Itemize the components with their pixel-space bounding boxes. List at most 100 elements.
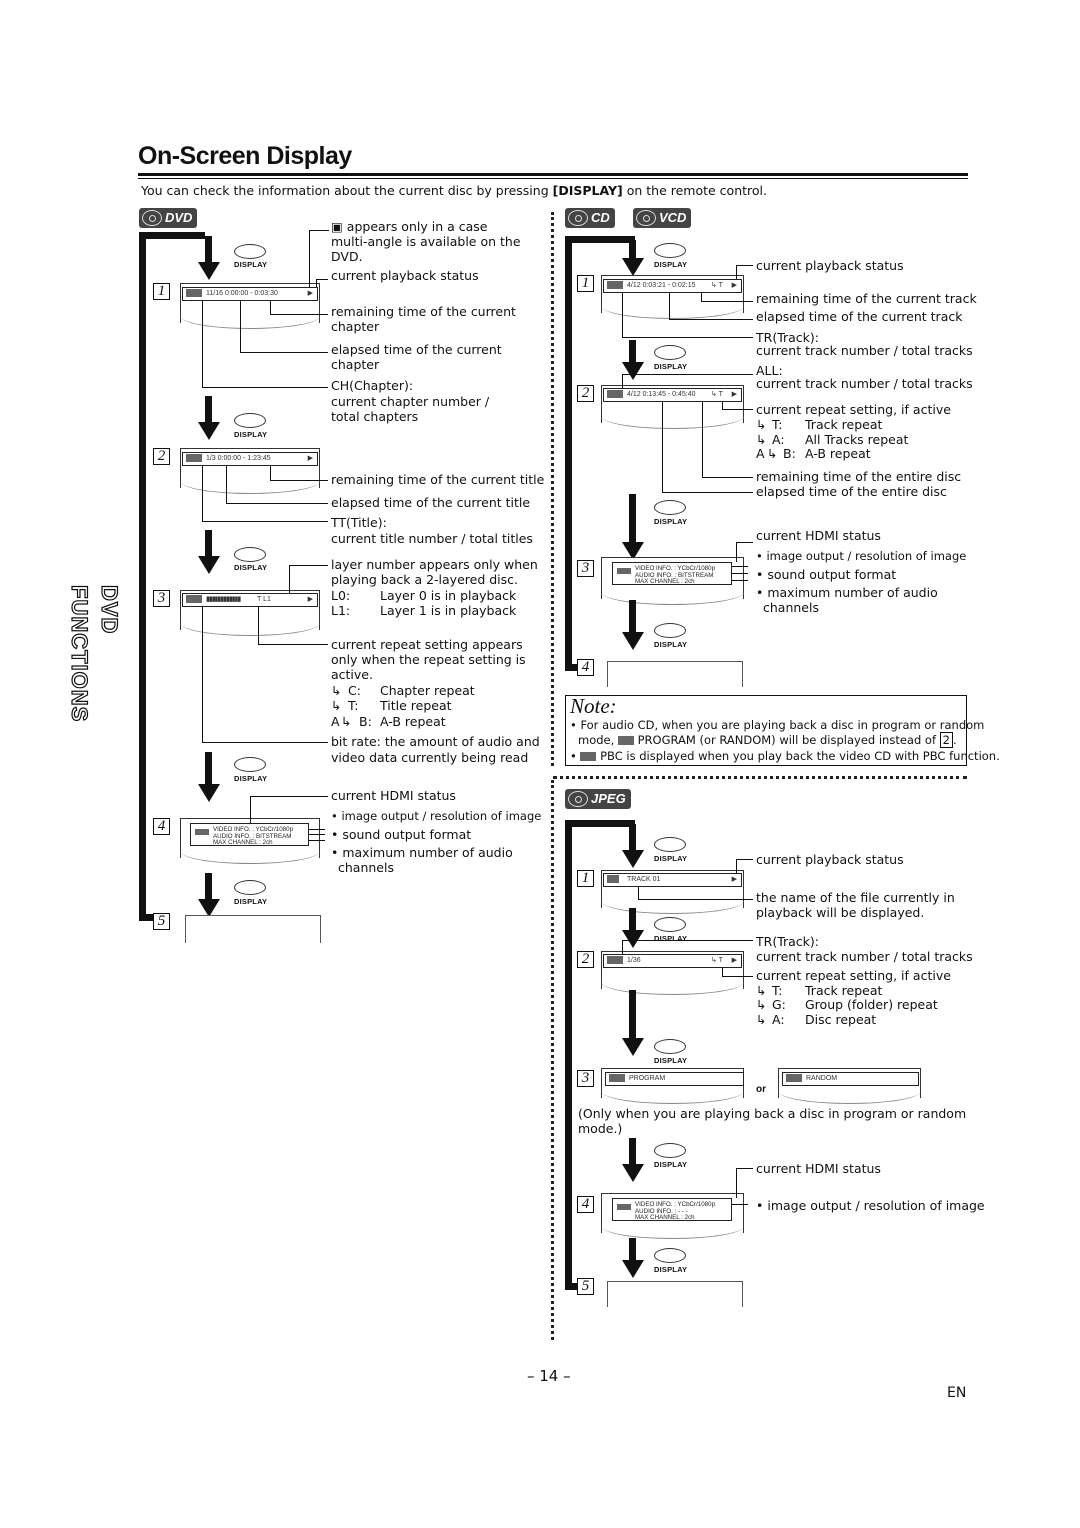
display-button[interactable] bbox=[654, 623, 686, 638]
note-text: mode, PROGRAM (or RANDOM) will be displa… bbox=[578, 732, 957, 748]
display-button[interactable] bbox=[234, 547, 266, 562]
dvd-icon bbox=[186, 595, 202, 604]
osd-bar: 1/3 0:00:00 - 1:23:45▶ bbox=[182, 452, 318, 466]
leader-line bbox=[736, 542, 753, 543]
display-button[interactable] bbox=[234, 880, 266, 895]
callout-text: • sound output format bbox=[756, 567, 897, 582]
flow-arrow bbox=[198, 873, 220, 917]
repeat-icon: ↳ bbox=[756, 1012, 767, 1027]
leader-line bbox=[622, 940, 753, 941]
callout-text: T: bbox=[772, 983, 783, 998]
leader-line bbox=[732, 580, 748, 581]
leader-line bbox=[638, 899, 753, 900]
callout-text: A bbox=[756, 446, 765, 461]
display-button[interactable] bbox=[654, 1143, 686, 1158]
leader-line bbox=[316, 279, 317, 287]
display-label: DISPLAY bbox=[654, 1056, 688, 1065]
leader-line bbox=[316, 279, 328, 280]
note-text: • For audio CD, when you are playing bac… bbox=[570, 718, 985, 732]
angle-note: DVD. bbox=[331, 249, 363, 264]
play-icon: ▶ bbox=[731, 391, 737, 398]
callout-text: C: bbox=[348, 683, 361, 698]
callout-text: • image output / resolution of image bbox=[756, 549, 967, 563]
callout-text: layer number appears only when bbox=[331, 557, 538, 572]
osd-bar: PROGRAM bbox=[605, 1072, 744, 1086]
callout-text: TR(Track): bbox=[756, 330, 819, 345]
play-icon: ▶ bbox=[731, 282, 737, 289]
display-button[interactable] bbox=[654, 243, 686, 258]
tv-screen bbox=[185, 915, 321, 943]
callout-text: • image output / resolution of image bbox=[756, 1198, 985, 1213]
repeat-icon: ↳ bbox=[767, 446, 778, 461]
step-number: 2 bbox=[577, 385, 594, 402]
leader-line bbox=[309, 834, 325, 835]
callout-text: (Only when you are playing back a disc i… bbox=[578, 1106, 967, 1121]
disc-icon bbox=[636, 210, 656, 226]
leader-line bbox=[309, 840, 325, 841]
vcd-badge: VCD bbox=[633, 208, 692, 228]
display-button[interactable] bbox=[654, 345, 686, 360]
flow-arrow bbox=[622, 340, 644, 380]
step-number: 3 bbox=[577, 560, 594, 577]
display-button[interactable] bbox=[654, 917, 686, 932]
callout-text: Track repeat bbox=[805, 983, 883, 998]
intro-text: You can check the information about the … bbox=[141, 183, 767, 198]
display-button[interactable] bbox=[654, 500, 686, 515]
callout-text: A: bbox=[772, 1012, 785, 1027]
callout-text: Layer 1 is in playback bbox=[380, 603, 517, 618]
repeat-icon: ↳ bbox=[756, 983, 767, 998]
leader-line bbox=[270, 480, 328, 481]
callout-text: Chapter repeat bbox=[380, 683, 475, 698]
callout-text: playback will be displayed. bbox=[756, 905, 925, 920]
display-button[interactable] bbox=[234, 244, 266, 259]
flow-arrow bbox=[622, 1138, 644, 1182]
callout-text: All Tracks repeat bbox=[805, 432, 909, 447]
callout-text: A-B repeat bbox=[805, 446, 871, 461]
callout-text: G: bbox=[772, 997, 786, 1012]
column-divider bbox=[551, 780, 554, 1340]
column-divider bbox=[551, 212, 554, 766]
leader-line bbox=[669, 319, 753, 320]
leader-line bbox=[289, 565, 290, 593]
flow-bar bbox=[565, 820, 572, 1290]
callout-text: current repeat setting, if active bbox=[756, 402, 951, 417]
leader-line bbox=[226, 503, 328, 504]
callout-text: A-B repeat bbox=[380, 714, 446, 729]
leader-line bbox=[202, 466, 203, 522]
play-icon: ▶ bbox=[307, 596, 313, 603]
callout-text: active. bbox=[331, 667, 373, 682]
leader-line bbox=[722, 976, 753, 977]
display-label: DISPLAY bbox=[654, 362, 688, 371]
callout-text: • maximum number of audio bbox=[331, 845, 513, 860]
repeat-icon: ↳ bbox=[341, 714, 352, 729]
callout-text: TR(Track): bbox=[756, 934, 819, 949]
leader-line bbox=[309, 230, 310, 287]
flow-arrow bbox=[622, 1238, 644, 1278]
flow-bar bbox=[565, 664, 577, 671]
leader-line bbox=[202, 301, 203, 388]
leader-line bbox=[732, 566, 748, 567]
step-number: 3 bbox=[153, 590, 170, 607]
display-button[interactable] bbox=[234, 757, 266, 772]
flow-arrow bbox=[622, 494, 644, 560]
step-number: 2 bbox=[577, 951, 594, 968]
callout-text: B: bbox=[359, 714, 372, 729]
dvd-icon bbox=[186, 454, 202, 463]
leader-line bbox=[736, 1168, 753, 1169]
display-button[interactable] bbox=[654, 1039, 686, 1054]
display-button[interactable] bbox=[234, 413, 266, 428]
callout-text: TT(Title): bbox=[331, 515, 387, 530]
display-button[interactable] bbox=[654, 1248, 686, 1263]
camera-icon: ▣ bbox=[331, 219, 343, 234]
callout-text: current repeat setting, if active bbox=[756, 968, 951, 983]
note-text: • PBC is displayed when you play back th… bbox=[570, 749, 1000, 763]
note-box bbox=[565, 695, 967, 766]
leader-line bbox=[270, 466, 271, 481]
flow-arrow bbox=[622, 824, 644, 868]
callout-text: Group (folder) repeat bbox=[805, 997, 938, 1012]
dvd-badge: DVD bbox=[139, 208, 198, 228]
display-button[interactable] bbox=[654, 837, 686, 852]
display-label: DISPLAY bbox=[234, 430, 268, 439]
